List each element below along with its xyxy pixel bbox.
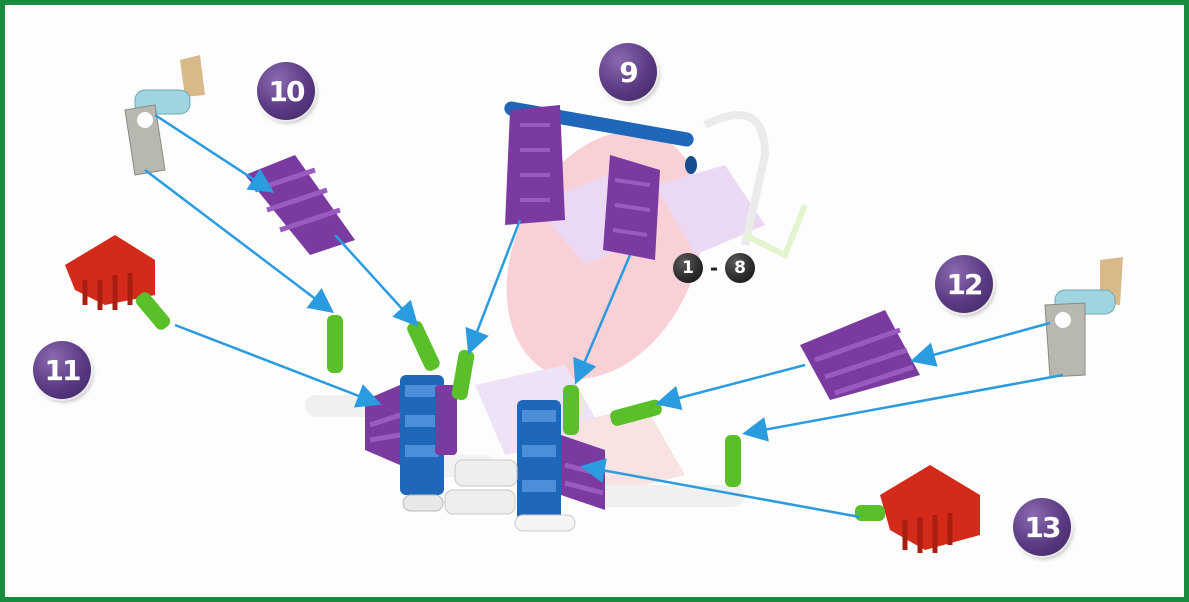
purple-connector-left (505, 105, 565, 225)
arrow (660, 365, 805, 403)
step-13-badge: 13 (1013, 498, 1071, 556)
green-rod-12b (725, 435, 741, 487)
hinge-part-10 (125, 55, 205, 175)
hinge-part-12 (1045, 257, 1123, 377)
red-connector-13 (855, 465, 980, 553)
left-hub-cluster (365, 375, 457, 511)
assembly-illustration (5, 5, 1184, 597)
arrow (335, 235, 415, 323)
step-12-badge: 12 (935, 255, 993, 313)
arrow (155, 115, 270, 190)
green-rod-9 (563, 385, 579, 435)
range-from: 1 (673, 253, 703, 283)
purple-connector-right (603, 155, 660, 260)
arrow (175, 325, 377, 403)
purple-connector-12 (800, 310, 920, 400)
range-to: 8 (725, 253, 755, 283)
arrow (915, 323, 1050, 360)
steps-range-badge: 1 - 8 (673, 253, 755, 283)
range-separator: - (703, 256, 725, 280)
green-rod-10a (327, 315, 343, 373)
arrow (747, 375, 1063, 433)
step-11-badge: 11 (33, 341, 91, 399)
green-rod-11 (133, 290, 172, 332)
step-10-badge: 10 (257, 62, 315, 120)
step-9-badge: 9 (599, 43, 657, 101)
